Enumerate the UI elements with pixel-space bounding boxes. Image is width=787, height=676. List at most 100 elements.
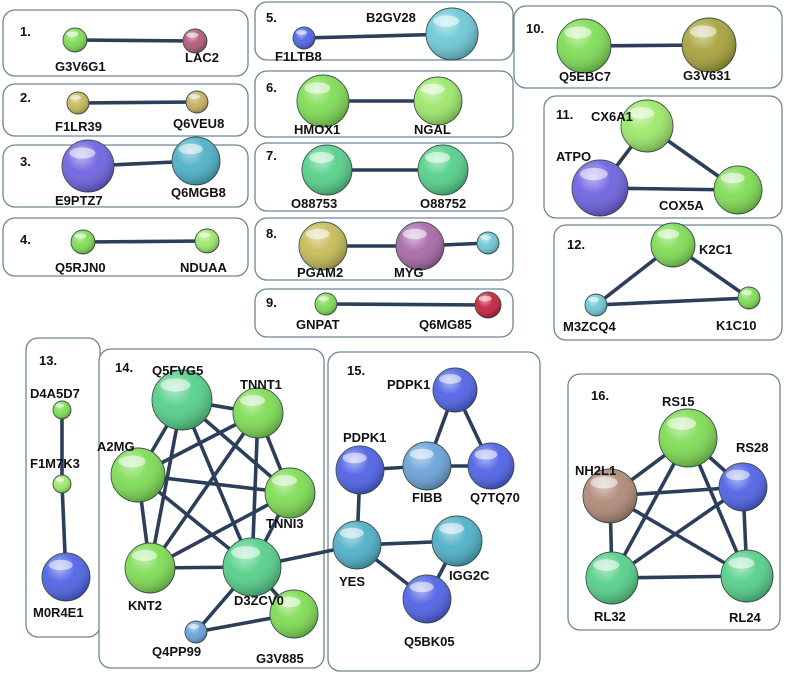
node-11-cox5a-2[interactable] (713, 165, 763, 215)
node-label-1-g3v6g1-0: G3V6G1 (55, 59, 106, 74)
node-15-igg2c-5[interactable] (431, 515, 483, 567)
node-14-tnni3-3[interactable] (264, 467, 316, 519)
node-5-b2gv28-1[interactable] (425, 7, 479, 61)
node-label-13-m0r4e1-2: M0R4E1 (33, 605, 84, 620)
node-1-g3v6g1-0[interactable] (62, 27, 88, 53)
node-2-f1lr39-0[interactable] (66, 91, 90, 115)
node-label-4-nduaa-1: NDUAA (180, 260, 228, 275)
node-label-11-cox5a-2: COX5A (659, 198, 704, 213)
node-14-q4pp99-6[interactable] (184, 620, 208, 644)
edge-1-0 (73, 38, 197, 43)
node-14-g3v885-7[interactable] (269, 589, 319, 639)
node-12-m3zcq4-1[interactable] (584, 293, 608, 317)
node-2-q6veu8-1[interactable] (185, 90, 209, 114)
node-label-16-rl32-3: RL32 (594, 609, 626, 624)
node-label-8-myg-1: MYG (394, 265, 424, 280)
node-15-q5bk05-6[interactable] (402, 574, 452, 624)
node-15-yes-4[interactable] (332, 520, 382, 570)
node-14-knt2-4[interactable] (124, 542, 176, 594)
node-14-q5fvg5-0[interactable] (151, 369, 213, 431)
node-3-q6mgb8-1[interactable] (171, 136, 221, 186)
node-16-nh2l1-2[interactable] (582, 468, 638, 524)
cluster-box-1 (2, 9, 249, 77)
cluster-number-12: 12. (567, 237, 585, 252)
node-label-13-d4a5d7-0: D4A5D7 (30, 386, 80, 401)
node-label-15-igg2c-5: IGG2C (449, 568, 490, 583)
edge-14-12 (148, 491, 292, 570)
node-label-15-q5bk05-6: Q5BK05 (404, 634, 455, 649)
node-label-16-nh2l1-2: NH2L1 (575, 463, 616, 478)
node-7-o88753-0[interactable] (301, 144, 353, 196)
node-11-cx6a1-0[interactable] (620, 99, 674, 153)
node-5-f1ltb8-0[interactable] (292, 26, 316, 50)
node-8-pgam2-0[interactable] (298, 221, 348, 271)
node-label-10-q5ebc7-0: Q5EBC7 (559, 69, 611, 84)
node-6-hmox1-0[interactable] (296, 74, 350, 128)
node-12-k2c1-0[interactable] (650, 222, 696, 268)
node-14-d3zcv0-5[interactable] (222, 537, 282, 597)
node-14-a2mg-2[interactable] (110, 447, 166, 503)
node-8-myg-1[interactable] (395, 221, 445, 271)
node-label-16-rl24-4: RL24 (729, 610, 762, 625)
edge-9-0 (324, 302, 490, 307)
node-label-8-pgam2-0: PGAM2 (297, 265, 343, 280)
node-13-f1m7k3-1[interactable] (52, 474, 72, 494)
node-label-15-yes-4: YES (339, 574, 365, 589)
node-label-15-q7tq70-3: Q7TQ70 (470, 490, 520, 505)
node-16-rs28-1[interactable] (718, 462, 768, 512)
node-16-rl24-4[interactable] (720, 549, 774, 603)
node-9-q6mg85-1[interactable] (474, 291, 502, 319)
node-11-atpo-1[interactable] (571, 159, 629, 217)
node-13-d4a5d7-0[interactable] (52, 400, 72, 420)
node-10-g3v631-1[interactable] (681, 17, 737, 73)
node-label-7-o88752-1: O88752 (420, 196, 466, 211)
node-label-14-q4pp99-6: Q4PP99 (152, 644, 201, 659)
cluster-box-4 (2, 217, 249, 277)
node-1-lac2-1[interactable] (182, 28, 208, 54)
node-15-pdpk1-0[interactable] (432, 367, 478, 413)
node-7-o88752-1[interactable] (417, 144, 469, 196)
node-label-16-rs15-0: RS15 (662, 394, 695, 409)
node-16-rl32-3[interactable] (585, 551, 639, 605)
node-10-q5ebc7-0[interactable] (556, 18, 612, 74)
node-label-14-tnni3-3: TNNI3 (266, 516, 304, 531)
node-3-e9ptz7-0[interactable] (61, 139, 115, 193)
node-label-3-e9ptz7-0: E9PTZ7 (55, 193, 103, 208)
node-label-15-pdpk1-0: PDPK1 (387, 377, 430, 392)
node-label-14-q5fvg5-0: Q5FVG5 (152, 363, 203, 378)
node-4-q5rjn0-0[interactable] (70, 229, 96, 255)
edge-2-0 (76, 100, 199, 105)
node-15-fibb-2[interactable] (402, 441, 452, 491)
node-4-nduaa-1[interactable] (194, 228, 220, 254)
edge-4-0 (81, 239, 209, 244)
node-8-unlabeled-2[interactable] (476, 231, 500, 255)
node-6-ngal-1[interactable] (413, 76, 463, 126)
node-label-2-f1lr39-0: F1LR39 (55, 119, 102, 134)
cluster-number-4: 4. (20, 232, 31, 247)
node-label-6-ngal-1: NGAL (414, 122, 451, 137)
node-label-1-lac2-1: LAC2 (185, 50, 219, 65)
node-16-rs15-0[interactable] (658, 408, 718, 468)
edge-12-2 (594, 296, 751, 307)
node-9-gnpat-0[interactable] (314, 292, 338, 316)
edge-16-5 (610, 485, 745, 580)
node-label-11-cx6a1-0: CX6A1 (591, 109, 633, 124)
cluster-number-16: 16. (591, 388, 609, 403)
node-label-12-m3zcq4-1: M3ZCQ4 (563, 319, 617, 334)
node-13-m0r4e1-2[interactable] (41, 552, 91, 602)
node-label-12-k1c10-2: K1C10 (716, 318, 756, 333)
cluster-box-8 (254, 217, 514, 281)
node-label-4-q5rjn0-0: Q5RJN0 (55, 260, 106, 275)
cluster-number-1: 1. (20, 24, 31, 39)
node-14-tnnt1-1[interactable] (232, 387, 284, 439)
node-label-3-q6mgb8-1: Q6MGB8 (171, 185, 226, 200)
node-label-16-rs28-1: RS28 (736, 440, 769, 455)
node-15-pdpk1-1[interactable] (335, 445, 385, 495)
node-15-q7tq70-3[interactable] (467, 442, 515, 490)
node-label-13-f1m7k3-1: F1M7K3 (30, 456, 80, 471)
node-label-7-o88753-0: O88753 (291, 196, 337, 211)
cluster-number-8: 8. (266, 226, 277, 241)
node-12-k1c10-2[interactable] (737, 286, 761, 310)
node-label-9-gnpat-0: GNPAT (296, 317, 340, 332)
